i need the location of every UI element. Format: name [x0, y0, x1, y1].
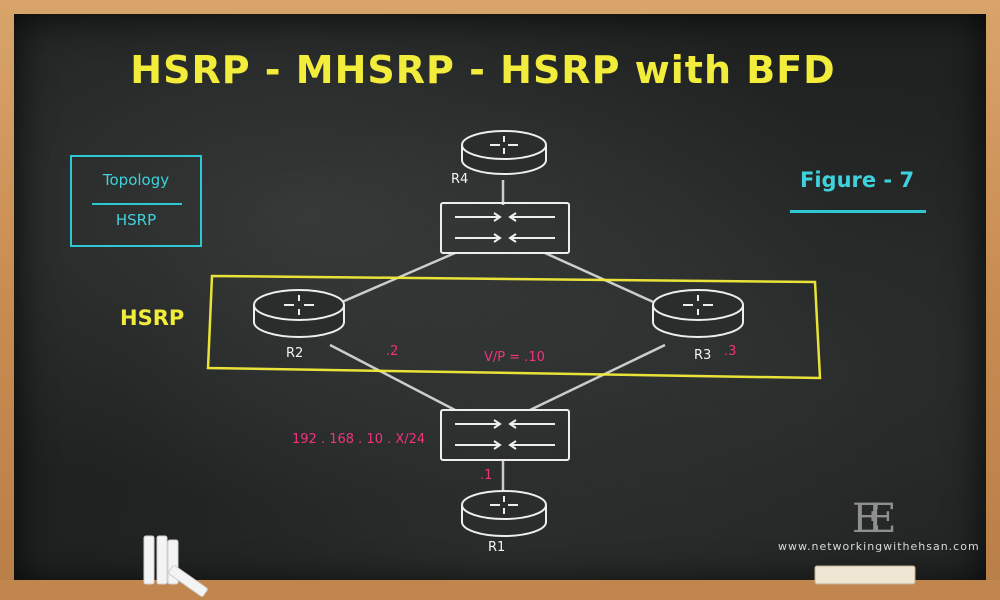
router-r1-label: R1 [488, 540, 506, 555]
hsrp-group-label: HSRP [120, 306, 185, 330]
hsrp-group-outline [206, 274, 822, 380]
router-r3-label: R3 [694, 348, 712, 363]
chalk-sticks [143, 535, 208, 597]
r2-host-address: .2 [386, 344, 399, 359]
router-r1-icon [461, 490, 547, 537]
topology-box-bottom-label: HSRP [115, 211, 157, 229]
topology-box-divider [92, 203, 182, 205]
router-r4-label: R4 [451, 172, 469, 187]
link-r3-switch-bottom [529, 343, 666, 412]
topology-box-top-label: Topology [102, 171, 170, 189]
figure-label: Figure - 7 [800, 168, 915, 192]
router-r2-label: R2 [286, 346, 304, 361]
figure-underline [790, 210, 926, 213]
page-title: HSRP - MHSRP - HSRP with BFD [130, 48, 836, 92]
chalk-tray [0, 580, 1000, 600]
website-url: www.networkingwithehsan.com [778, 540, 980, 553]
link-r2-switch-bottom [329, 343, 456, 412]
switch-top [440, 202, 570, 254]
eraser [814, 565, 916, 585]
switch-bottom [440, 409, 570, 461]
virtual-ip-label: V/P = .10 [484, 350, 545, 365]
router-r2-icon [253, 289, 345, 338]
router-r3-icon [652, 289, 744, 338]
chalkboard-surface [14, 14, 986, 586]
subnet-label: 192 . 168 . 10 . X/24 [292, 432, 426, 447]
r1-host-address: .1 [480, 468, 493, 483]
r3-host-address: .3 [724, 344, 737, 359]
topology-box: Topology HSRP [70, 155, 202, 247]
router-r4-icon [461, 130, 547, 175]
ehsan-logo: EE [852, 496, 897, 542]
